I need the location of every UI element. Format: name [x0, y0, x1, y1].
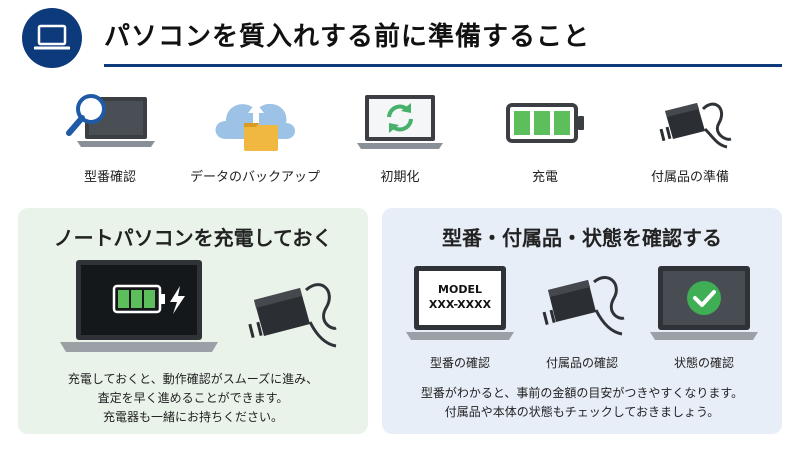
- step-initialize: 初期化: [330, 88, 470, 188]
- model-number: XXX-XXXX: [428, 298, 492, 311]
- laptop-icon: [34, 24, 70, 50]
- description-line: 充電器も一緒にお持ちください。: [102, 410, 283, 424]
- step-accessories: 付属品の準備: [620, 88, 760, 188]
- step-charge: 充電: [475, 88, 615, 188]
- ac-adapter-icon: [659, 102, 732, 149]
- charge-panel: ノートパソコンを充電しておく 充電しておくと、動作確認がスムーズに進み、 査定を…: [18, 208, 368, 434]
- check-item-model: MODEL XXX-XXXX 型番の確認: [404, 264, 516, 374]
- step-label: データのバックアップ: [189, 170, 320, 185]
- page-title: パソコンを質入れする前に準備すること: [104, 22, 591, 52]
- check-item-label: 型番の確認: [429, 356, 490, 370]
- step-label: 付属品の準備: [650, 170, 729, 185]
- cloud-upload-folder-icon: [215, 103, 295, 151]
- description-line: 査定を早く進めることができます。: [97, 391, 289, 405]
- check-panel: 型番・付属品・状態を確認する MODEL XXX-XXXX 型番の確認 付属品の…: [382, 208, 782, 434]
- check-panel-title: 型番・付属品・状態を確認する: [442, 226, 722, 250]
- step-model-check: 型番確認: [40, 88, 180, 188]
- model-label: MODEL: [438, 283, 482, 296]
- preparation-steps: 型番確認 データのバックアップ 初期化: [40, 88, 760, 188]
- laptop-magnifier-icon: [66, 94, 155, 147]
- check-item-label: 付属品の確認: [545, 356, 618, 370]
- laptop-checkmark-icon: [650, 266, 758, 340]
- model-screen-text: MODEL XXX-XXXX: [419, 282, 501, 312]
- description-line: 型番がわかると、事前の金額の目安がつきやすくなります。: [420, 386, 744, 400]
- battery-full-icon: [506, 103, 584, 143]
- check-item-label: 状態の確認: [673, 356, 734, 370]
- header-underline: [104, 64, 782, 67]
- ac-adapter-icon: [248, 283, 337, 348]
- description-line: 充電しておくと、動作確認がスムーズに進み、: [67, 372, 319, 386]
- charge-panel-title: ノートパソコンを充電しておく: [53, 226, 333, 250]
- ac-adapter-icon: [542, 275, 625, 336]
- check-item-accessories: 付属品の確認: [530, 264, 634, 374]
- laptop-model-icon: [406, 266, 514, 340]
- laptop-refresh-icon: [357, 95, 443, 149]
- header: パソコンを質入れする前に準備すること: [22, 8, 782, 68]
- check-item-condition: 状態の確認: [648, 264, 760, 374]
- step-label: 初期化: [380, 170, 420, 185]
- step-label: 型番確認: [83, 170, 136, 185]
- laptop-charging-icon: [60, 260, 218, 352]
- check-panel-description: 型番がわかると、事前の金額の目安がつきやすくなります。 付属品や本体の状態もチェ…: [382, 384, 782, 422]
- header-laptop-badge: [22, 8, 82, 68]
- description-line: 付属品や本体の状態もチェックしておきましょう。: [444, 405, 720, 419]
- step-backup: データのバックアップ: [185, 88, 325, 188]
- charge-panel-description: 充電しておくと、動作確認がスムーズに進み、 査定を早く進めることができます。 充…: [18, 370, 368, 427]
- step-label: 充電: [531, 170, 558, 185]
